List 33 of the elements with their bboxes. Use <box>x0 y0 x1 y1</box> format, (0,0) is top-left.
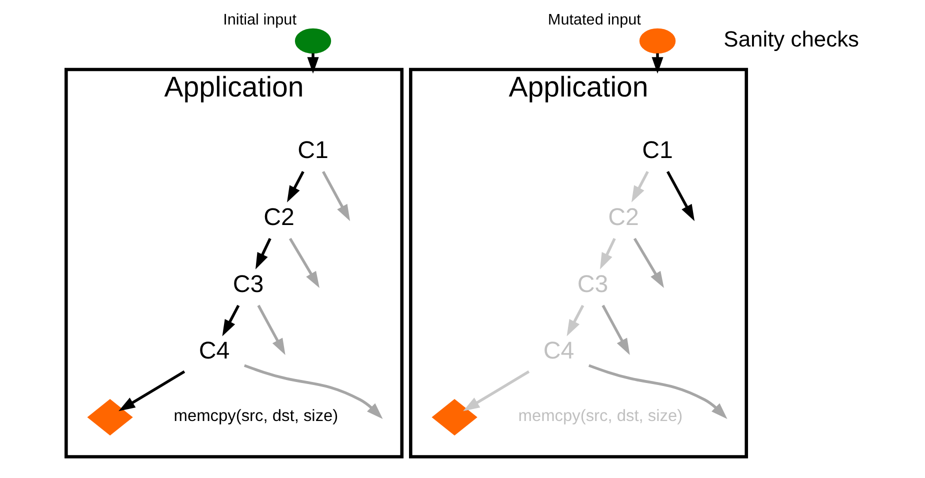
label: Sanity checks <box>724 26 860 52</box>
arrow <box>566 304 584 336</box>
node-diamond <box>87 399 133 436</box>
arrow <box>600 238 616 270</box>
node-text: C4 <box>543 338 574 365</box>
node-label: memcpy(src, dst, size) <box>518 407 683 426</box>
arrow <box>322 170 350 222</box>
arrow <box>602 304 630 356</box>
node-text: C2 <box>264 204 294 231</box>
node-text: C3 <box>232 270 264 298</box>
arrow <box>287 170 304 202</box>
node-diamond <box>432 399 478 436</box>
arrow <box>632 170 649 202</box>
node-circle <box>294 28 332 54</box>
node-text: C1 <box>642 136 673 164</box>
arrow <box>633 238 664 288</box>
node-text: C2 <box>608 204 639 231</box>
arrow <box>118 370 186 412</box>
arrow <box>588 364 728 419</box>
arrow <box>244 364 383 419</box>
arrow <box>222 304 240 336</box>
arrow <box>463 370 530 412</box>
arrow <box>666 170 695 222</box>
node-label: Mutated input <box>548 12 641 29</box>
node-label: memcpy(src, dst, size) <box>174 407 338 426</box>
arrow <box>255 238 272 270</box>
arrow <box>288 238 320 288</box>
node-text: C3 <box>577 270 608 298</box>
node-text: C4 <box>198 338 230 365</box>
arrow <box>257 304 286 356</box>
node-text: C1 <box>298 136 328 164</box>
node-circle <box>639 28 676 54</box>
node-label: Initial input <box>223 12 296 29</box>
